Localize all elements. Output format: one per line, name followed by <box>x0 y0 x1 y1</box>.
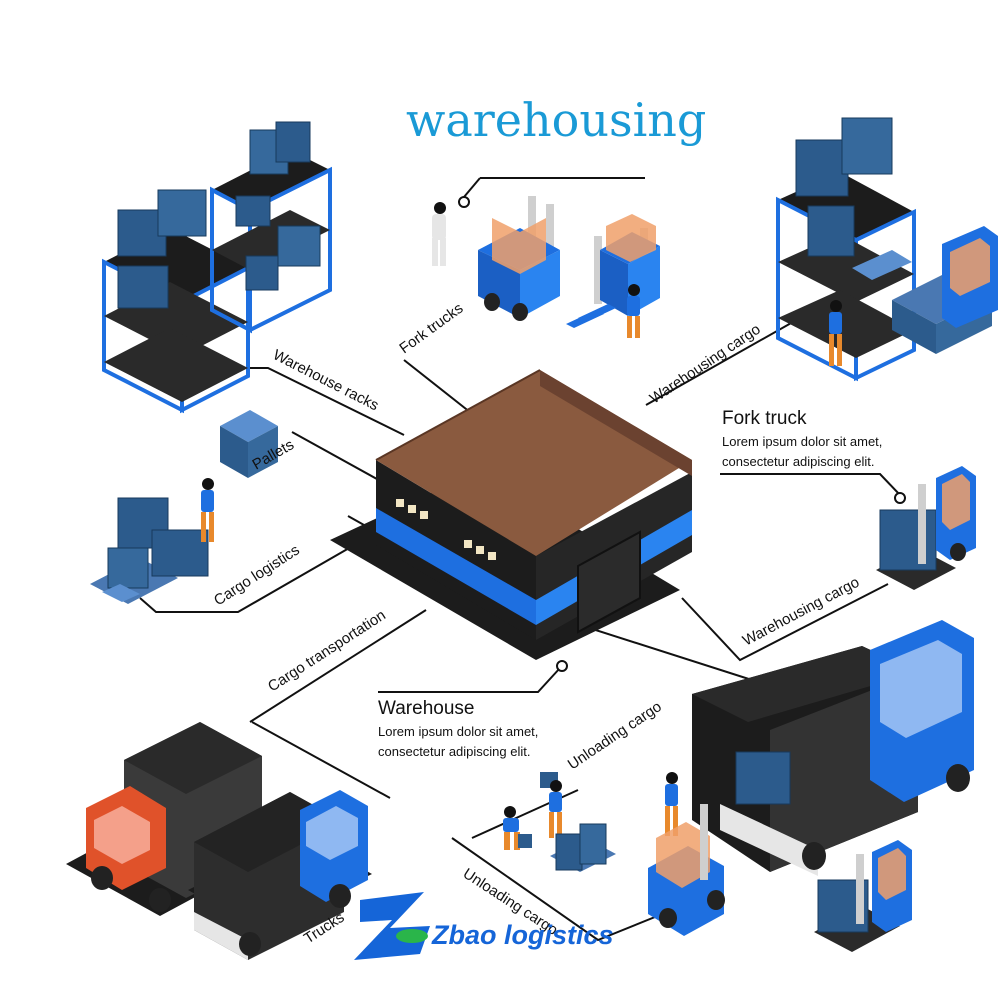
warehousing-cargo-rack-illustration <box>776 117 998 382</box>
page-title: warehousing <box>406 93 706 147</box>
callout-dot-forktruck <box>894 492 906 504</box>
brand-logo: Zbao logistics <box>354 892 614 960</box>
brand-logo-text: Zbao logistics <box>431 920 614 950</box>
label-warehousing-cargo-right: Warehousing cargo <box>740 574 862 650</box>
callout-warehouse-line1: Lorem ipsum dolor sit amet, <box>378 724 538 739</box>
pallets-illustration <box>220 410 278 478</box>
warehouse-racks-illustration <box>102 121 332 414</box>
callout-warehouse: Warehouse Lorem ipsum dolor sit amet, co… <box>378 698 538 759</box>
callout-dot-warehouse <box>556 660 568 672</box>
fork-truck-right-illustration <box>876 466 976 590</box>
label-cargo-logistics: Cargo logistics <box>211 542 303 610</box>
bottom-fork-trucks-illustration <box>648 804 912 952</box>
label-fork-trucks: Fork trucks <box>396 300 466 357</box>
callout-fork-truck-line2: consectetur adipiscing elit. <box>722 454 874 469</box>
callout-warehouse-line2: consectetur adipiscing elit. <box>378 744 530 759</box>
callout-fork-truck-line1: Lorem ipsum dolor sit amet, <box>722 434 882 449</box>
cargo-logistics-illustration <box>90 478 214 604</box>
fork-trucks-illustration <box>432 196 660 338</box>
trucks-illustration <box>66 722 372 960</box>
label-warehouse-racks: Warehouse racks <box>270 346 381 414</box>
unloading-workers-illustration <box>503 772 616 872</box>
callout-fork-truck: Fork truck Lorem ipsum dolor sit amet, c… <box>722 408 882 469</box>
label-cargo-transportation: Cargo transportation <box>265 607 389 696</box>
unloading-truck-illustration <box>665 620 974 876</box>
callout-warehouse-heading: Warehouse <box>378 698 474 719</box>
label-unloading-cargo-upper: Unloading cargo <box>565 698 665 773</box>
callout-fork-truck-heading: Fork truck <box>722 408 807 429</box>
callout-dot-forktrucks <box>458 196 470 208</box>
central-warehouse <box>330 369 692 660</box>
brand-logo-mark-icon <box>354 892 430 960</box>
label-warehousing-cargo-top: Warehousing cargo <box>647 321 764 408</box>
